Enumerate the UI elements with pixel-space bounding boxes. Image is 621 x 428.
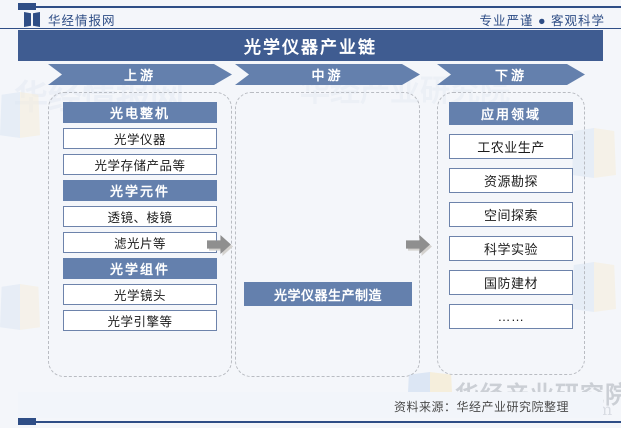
banner-upstream: 上游 — [48, 64, 232, 85]
book-pages-icon — [24, 12, 41, 27]
item-optical-engine[interactable]: 光学引擎等 — [63, 310, 217, 331]
brand-tagline: 专业严谨 ● 客观科学 — [479, 14, 605, 28]
item-label: 滤光片等 — [113, 237, 166, 251]
top-rule — [18, 6, 621, 8]
brand-bar-rule — [0, 28, 621, 29]
brand-bar: 华经情报网 专业严谨 ● 客观科学 — [0, 10, 621, 28]
item-label: …… — [497, 309, 525, 324]
page-title: 光学仪器产业链 — [18, 30, 603, 61]
column-downstream: 下游 应用领域 工农业生产 资源勘探 空间探索 科学实验 — [437, 64, 585, 375]
group-header-optical-elements: 光学元件 — [63, 180, 217, 201]
source-note: 资料来源：华经产业研究院整理 — [394, 400, 570, 414]
group-header-optoelectronic: 光电整机 — [63, 102, 217, 123]
item-more-ellipsis[interactable]: …… — [449, 304, 573, 329]
item-label: 工农业生产 — [477, 140, 545, 155]
banner-upstream-label: 上游 — [123, 68, 156, 83]
panel-downstream: 应用领域 工农业生产 资源勘探 空间探索 科学实验 国防建材 … — [437, 92, 585, 375]
group-header-label: 光学组件 — [109, 262, 170, 277]
brand-logo[interactable]: 华经情报网 — [24, 10, 116, 29]
item-label: 透镜、棱镜 — [107, 211, 173, 225]
banner-downstream-label: 下游 — [494, 68, 527, 83]
item-label: 科学实验 — [483, 242, 538, 257]
item-optical-lens-module[interactable]: 光学镜头 — [63, 284, 217, 305]
arrow-right-icon — [406, 235, 432, 256]
top-rule-cap — [18, 3, 36, 10]
banner-midstream-label: 中游 — [311, 68, 344, 83]
page-title-text: 光学仪器产业链 — [244, 38, 377, 58]
bottom-rule — [18, 421, 621, 423]
item-filters[interactable]: 滤光片等 — [63, 232, 217, 253]
bottom-rule-cap — [18, 418, 36, 425]
item-label: 光学镜头 — [113, 289, 166, 303]
item-label: 光学仪器生产制造 — [273, 287, 382, 303]
item-optical-instruments[interactable]: 光学仪器 — [63, 128, 217, 149]
group-header-application-fields: 应用领域 — [449, 102, 573, 125]
arrow-right-icon — [207, 235, 233, 256]
industry-chain-diagram: 上游 光电整机 光学仪器 光学存储产品等 光学元件 透镜、棱镜 — [0, 64, 621, 394]
brand-name: 华经情报网 — [48, 14, 116, 28]
item-industrial-agricultural-production[interactable]: 工农业生产 — [449, 134, 573, 159]
item-label: 空间探索 — [483, 208, 538, 223]
panel-midstream: 光学仪器生产制造 — [235, 92, 420, 377]
item-space-exploration[interactable]: 空间探索 — [449, 202, 573, 227]
item-scientific-experiment[interactable]: 科学实验 — [449, 236, 573, 261]
item-label: 光学仪器 — [113, 133, 166, 147]
column-upstream: 上游 光电整机 光学仪器 光学存储产品等 光学元件 透镜、棱镜 — [48, 64, 232, 377]
item-optical-instrument-manufacturing[interactable]: 光学仪器生产制造 — [244, 282, 412, 306]
item-lens-prism[interactable]: 透镜、棱镜 — [63, 206, 217, 227]
item-label: 光学引擎等 — [107, 315, 173, 329]
item-label: 资源勘探 — [483, 174, 538, 189]
item-label: 光学存储产品等 — [94, 159, 186, 173]
item-optical-storage[interactable]: 光学存储产品等 — [63, 154, 217, 175]
group-header-label: 光学元件 — [109, 184, 170, 199]
banner-midstream: 中游 — [235, 64, 420, 85]
item-defense-materials[interactable]: 国防建材 — [449, 270, 573, 295]
panel-upstream: 光电整机 光学仪器 光学存储产品等 光学元件 透镜、棱镜 滤光片等 — [48, 92, 232, 377]
group-header-label: 光电整机 — [109, 106, 170, 121]
source-bar — [18, 392, 603, 418]
group-header-label: 应用领域 — [480, 107, 541, 122]
group-header-optical-components: 光学组件 — [63, 258, 217, 279]
banner-downstream: 下游 — [437, 64, 585, 85]
item-label: 国防建材 — [483, 276, 538, 291]
column-midstream: 中游 光学仪器生产制造 — [235, 64, 420, 377]
item-resource-exploration[interactable]: 资源勘探 — [449, 168, 573, 193]
